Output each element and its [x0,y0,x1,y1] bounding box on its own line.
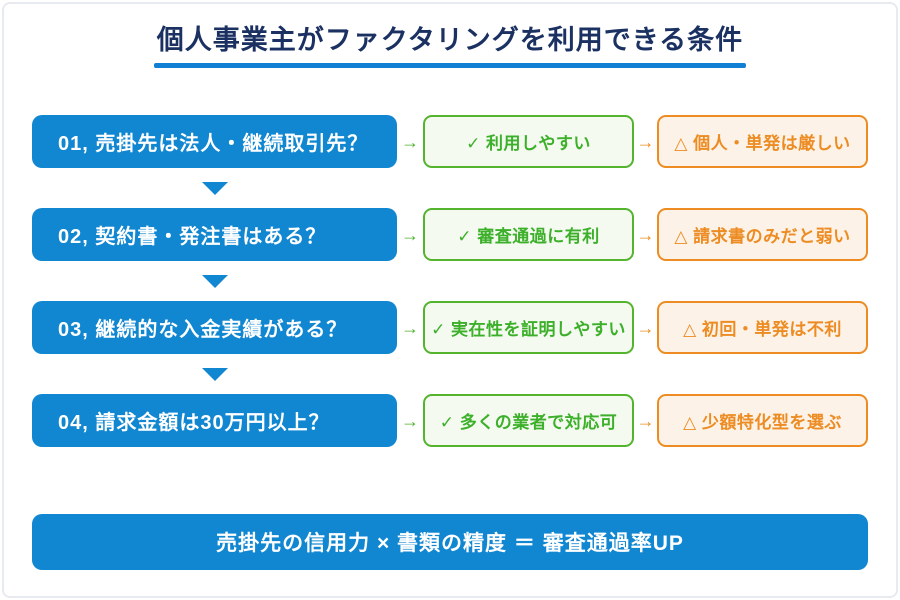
positive-box-1: ✓ 利用しやすい [423,115,634,169]
row-gap [32,168,868,208]
summary-banner: 売掛先の信用力 × 書類の精度 ＝ 審査通過率UP [32,514,868,571]
question-box-4: 04, 請求金額は30万円以上？ [32,394,397,448]
question-box-2: 02, 契約書・発注書はある？ [32,208,397,262]
question-box-3: 03, 継続的な入金実績がある？ [32,301,397,355]
positive-box-3: ✓ 実在性を証明しやすい [423,301,634,355]
caution-box-3: △ 初回・単発は不利 [657,301,868,355]
right-arrow-icon: → [401,224,419,245]
page-title: 個人事業主がファクタリングを利用できる条件 [156,25,744,55]
down-arrow-icon [202,275,228,289]
right-arrow-icon: → [401,410,419,431]
right-arrow-icon: → [636,131,655,152]
right-arrow-icon: → [636,410,655,431]
condition-row-1: 01, 売掛先は法人・継続取引先？ → ✓ 利用しやすい → △ 個人・単発は厳… [32,115,868,169]
positive-box-4: ✓ 多くの業者で対応可 [423,394,634,448]
right-arrow-icon: → [401,317,419,338]
right-arrow-icon: → [636,224,655,245]
condition-row-2: 02, 契約書・発注書はある？ → ✓ 審査通過に有利 → △ 請求書のみだと弱… [32,208,868,262]
title-underline [154,63,746,69]
right-arrow-icon: → [636,317,655,338]
row-gap [32,261,868,301]
row-gap [32,354,868,394]
condition-rows: 01, 売掛先は法人・継続取引先？ → ✓ 利用しやすい → △ 個人・単発は厳… [32,115,868,448]
infographic: 個人事業主がファクタリングを利用できる条件 01, 売掛先は法人・継続取引先？ … [32,0,868,571]
condition-row-3: 03, 継続的な入金実績がある？ → ✓ 実在性を証明しやすい → △ 初回・単… [32,301,868,355]
caution-box-2: △ 請求書のみだと弱い [657,208,868,262]
caution-box-4: △ 少額特化型を選ぶ [657,394,868,448]
condition-row-4: 04, 請求金額は30万円以上？ → ✓ 多くの業者で対応可 → △ 少額特化型… [32,394,868,448]
down-arrow-icon [202,182,228,196]
question-box-1: 01, 売掛先は法人・継続取引先？ [32,115,397,169]
positive-box-2: ✓ 審査通過に有利 [423,208,634,262]
down-arrow-icon [202,368,228,382]
caution-box-1: △ 個人・単発は厳しい [657,115,868,169]
right-arrow-icon: → [401,131,419,152]
